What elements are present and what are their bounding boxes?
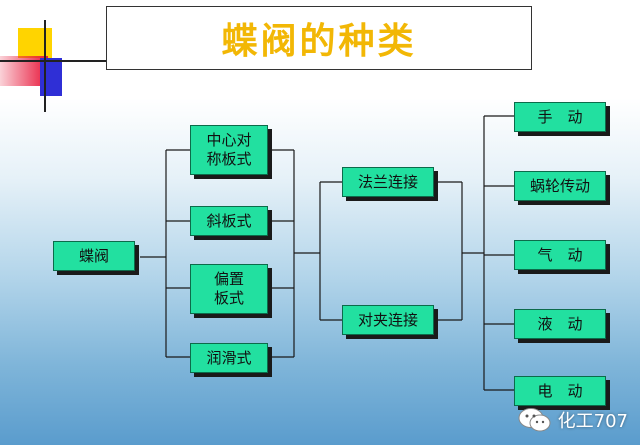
node-lubricated: 润滑式 [190,343,268,373]
node-label: 对夹连接 [357,310,418,329]
node-label: 斜板式 [206,211,252,230]
node-label: 电 动 [537,381,583,400]
node-flange-connection: 法兰连接 [342,167,434,197]
node-label: 润滑式 [206,348,252,367]
node-electric: 电 动 [514,376,606,406]
node-manual: 手 动 [514,102,606,132]
node-worm-gear: 蜗轮传动 [514,171,606,201]
node-label: 法兰连接 [357,172,418,191]
watermark-text: 化工707 [557,411,628,432]
node-label: 中心对 称板式 [206,131,252,168]
node-center-symmetric-plate: 中心对 称板式 [190,125,268,175]
node-label: 液 动 [537,314,583,333]
watermark: 化工707 [518,407,628,433]
node-label: 偏置 板式 [213,270,244,307]
wechat-icon [518,408,551,432]
node-label: 气 动 [537,245,583,264]
node-inclined-plate: 斜板式 [190,206,268,236]
node-pneumatic: 气 动 [514,240,606,270]
node-offset-plate: 偏置 板式 [190,264,268,314]
decor-vertical-line [44,20,46,112]
node-wafer-connection: 对夹连接 [342,305,434,335]
node-label: 蜗轮传动 [529,176,590,195]
node-label: 手 动 [537,107,583,126]
decor-yellow-square [18,28,52,58]
decor-horizontal-line [0,60,110,62]
page-title: 蝶阀的种类 [221,20,417,62]
node-label: 蝶阀 [78,246,109,265]
node-butterfly-valve: 蝶阀 [53,241,135,271]
title-box: 蝶阀的种类 [106,6,532,70]
node-hydraulic: 液 动 [514,309,606,339]
